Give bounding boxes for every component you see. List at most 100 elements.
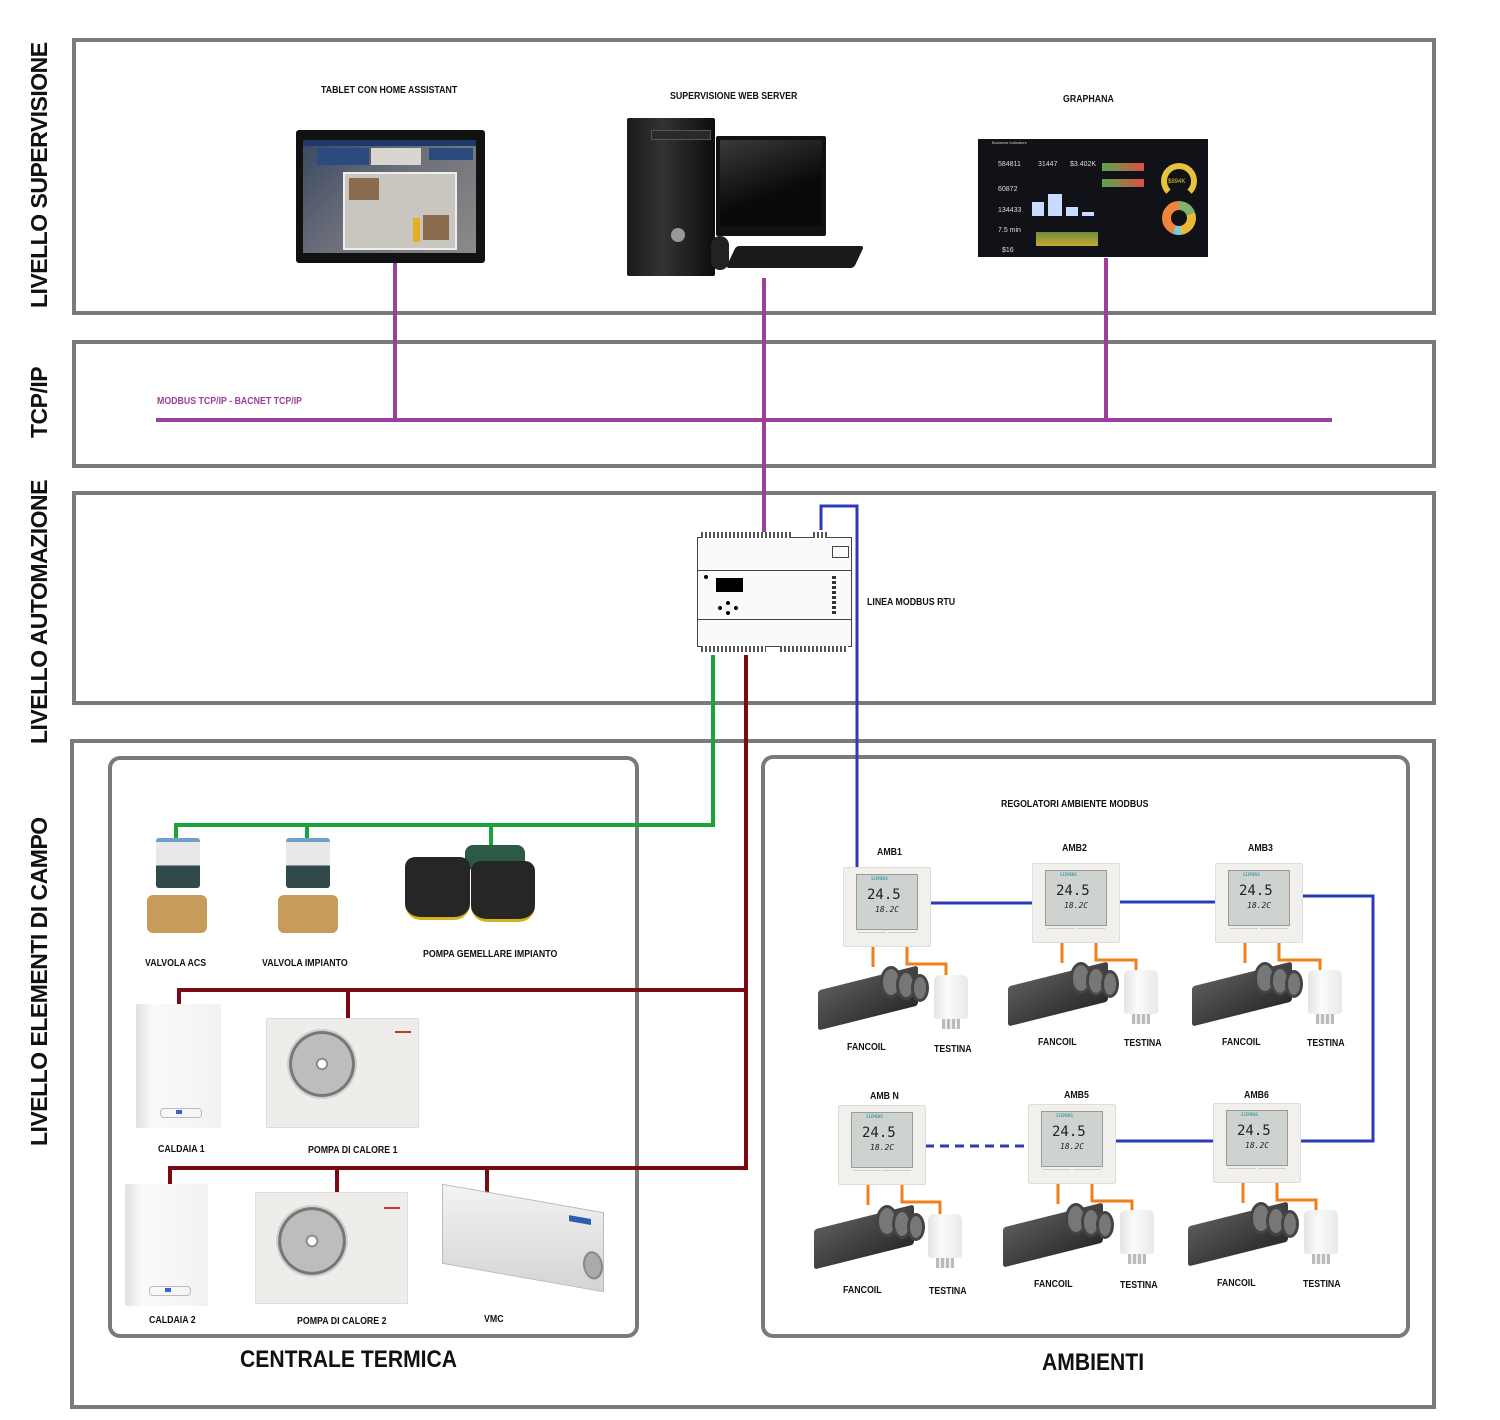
thermostat-button-left xyxy=(853,1170,881,1183)
thermostat-brand: SIEMENS xyxy=(871,876,888,881)
thermostatic-head xyxy=(1308,970,1342,1028)
plc-led xyxy=(704,575,708,579)
panel-campo xyxy=(70,739,1436,1409)
generators-line-2 xyxy=(168,990,748,1184)
subpanel-ambienti xyxy=(761,755,1410,1338)
room-name: AMB1 xyxy=(877,847,902,858)
floorplan-room xyxy=(423,215,449,240)
room-name: AMB N xyxy=(870,1091,899,1102)
thermostat-temp: 24.5 xyxy=(1052,1124,1086,1140)
rtu-amb3-amb6 xyxy=(1298,894,1375,1143)
tablet-card xyxy=(371,148,421,165)
twin-pump xyxy=(405,845,545,922)
pump-head-1 xyxy=(405,857,470,920)
thermostat-setpoint: 18.2C xyxy=(1060,1142,1085,1151)
fancoil-unit xyxy=(1003,1202,1115,1268)
thermostat-brand: SIEMENS xyxy=(1060,872,1077,877)
thermostat-lcd: SIEMENS 24.5 18.2C xyxy=(1228,870,1290,926)
plc-nav-button xyxy=(734,606,738,610)
thermostat-lcd: SIEMENS 24.5 18.2C xyxy=(856,874,918,930)
grafana-stat: 7.5 min xyxy=(998,227,1021,234)
grafana-bar-chart xyxy=(1032,191,1094,216)
plc-nav-button xyxy=(718,606,722,610)
thermostat-setpoint: 18.2C xyxy=(870,1143,895,1152)
grafana-donut xyxy=(1162,201,1196,235)
grafana-timeseries xyxy=(1036,232,1098,246)
panel-automazione xyxy=(72,491,1436,705)
testina-label: TESTINA xyxy=(1124,1038,1162,1049)
panel-tcpip xyxy=(72,340,1436,468)
grafana-gauge-value: $894K xyxy=(1168,179,1186,185)
grafana-stat: $3.402K xyxy=(1070,161,1097,168)
heat-pump-fan xyxy=(287,1029,357,1099)
plc-ethernet-port xyxy=(832,546,849,558)
ambienti-title: AMBIENTI xyxy=(1042,1349,1145,1376)
grafana-gauge xyxy=(1161,163,1197,199)
tablet-card xyxy=(317,148,369,165)
boiler-screen xyxy=(176,1110,182,1114)
valve-acs-label: VALVOLA ACS xyxy=(145,958,207,969)
pc-mouse xyxy=(711,236,729,270)
valve-impianto-body xyxy=(278,895,338,933)
grafana-stat: 60872 xyxy=(998,186,1018,193)
thermostat-brand: SIEMENS xyxy=(1243,872,1260,877)
thermostatic-head xyxy=(1120,1210,1154,1268)
room-thermostat: SIEMENS 24.5 18.2C xyxy=(1028,1104,1116,1184)
webserver-label: SUPERVISIONE WEB SERVER xyxy=(670,91,798,102)
plc-display xyxy=(716,578,743,592)
testina-label: TESTINA xyxy=(1307,1038,1345,1049)
plc-top-terminals-rs485 xyxy=(813,532,827,538)
thermostat-temp: 24.5 xyxy=(867,887,901,903)
grafana-stat: 584811 xyxy=(998,161,1021,168)
modbus-rtu-label: LINEA MODBUS RTU xyxy=(867,597,956,608)
tablet-card xyxy=(429,148,473,160)
pc-keyboard xyxy=(725,246,865,268)
floorplan-room xyxy=(349,178,379,200)
tablet-toolbar xyxy=(303,140,476,146)
thermostat-brand: SIEMENS xyxy=(1056,1113,1073,1118)
valves-line xyxy=(174,655,715,838)
thermostat-button-right xyxy=(1073,1169,1101,1182)
valve-acs-actuator xyxy=(156,838,200,888)
plc-bottom-terminals xyxy=(701,646,766,652)
heat-pump-fan xyxy=(276,1205,348,1277)
room-name: AMB3 xyxy=(1248,843,1273,854)
fancoil-label: FANCOIL xyxy=(1217,1278,1256,1289)
room-name: AMB6 xyxy=(1244,1090,1269,1101)
plc-bottom-terminals xyxy=(780,646,848,652)
room-name: AMB5 xyxy=(1064,1090,1089,1101)
pc-monitor-screen xyxy=(720,140,822,226)
boiler-screen xyxy=(165,1288,171,1292)
heat-pump-1 xyxy=(266,1018,419,1128)
testina-label: TESTINA xyxy=(934,1044,972,1055)
grafana-bar-gauge xyxy=(1102,179,1144,187)
thermostat-button-right xyxy=(1077,928,1105,941)
thermostatic-head xyxy=(1304,1210,1338,1268)
pc-tower xyxy=(627,118,715,276)
vmc-port xyxy=(583,1249,603,1282)
heat-pump-logo xyxy=(395,1031,411,1033)
thermostat-button-left xyxy=(1047,928,1075,941)
heat-pump-1-label: POMPA DI CALORE 1 xyxy=(308,1145,398,1156)
room-controllers-header: REGOLATORI AMBIENTE MODBUS xyxy=(1001,799,1149,810)
heat-pump-2-label: POMPA DI CALORE 2 xyxy=(297,1316,387,1327)
boiler-2-label: CALDAIA 2 xyxy=(149,1315,196,1326)
thermostat-button-left xyxy=(1228,1168,1256,1181)
grafana-stat: 134433 xyxy=(998,207,1022,214)
grafana-label: GRAPHANA xyxy=(1063,94,1114,105)
fancoil-label: FANCOIL xyxy=(1034,1279,1073,1290)
thermostat-lcd: SIEMENS 24.5 18.2C xyxy=(1045,870,1107,926)
pc-monitor xyxy=(716,136,826,236)
thermostat-temp: 24.5 xyxy=(1056,883,1090,899)
thermostat-button-left xyxy=(858,932,886,945)
thermostatic-head xyxy=(928,1214,962,1272)
centrale-termica-title: CENTRALE TERMICA xyxy=(240,1346,458,1373)
boiler-1 xyxy=(136,1004,221,1128)
grafana-title: Business Indicators xyxy=(992,140,1027,145)
thermostat-temp: 24.5 xyxy=(862,1125,896,1141)
thermostat-button-right xyxy=(883,1170,911,1183)
testina-label: TESTINA xyxy=(1303,1279,1341,1290)
vmc-logo xyxy=(569,1215,591,1225)
boiler-display xyxy=(149,1286,191,1296)
